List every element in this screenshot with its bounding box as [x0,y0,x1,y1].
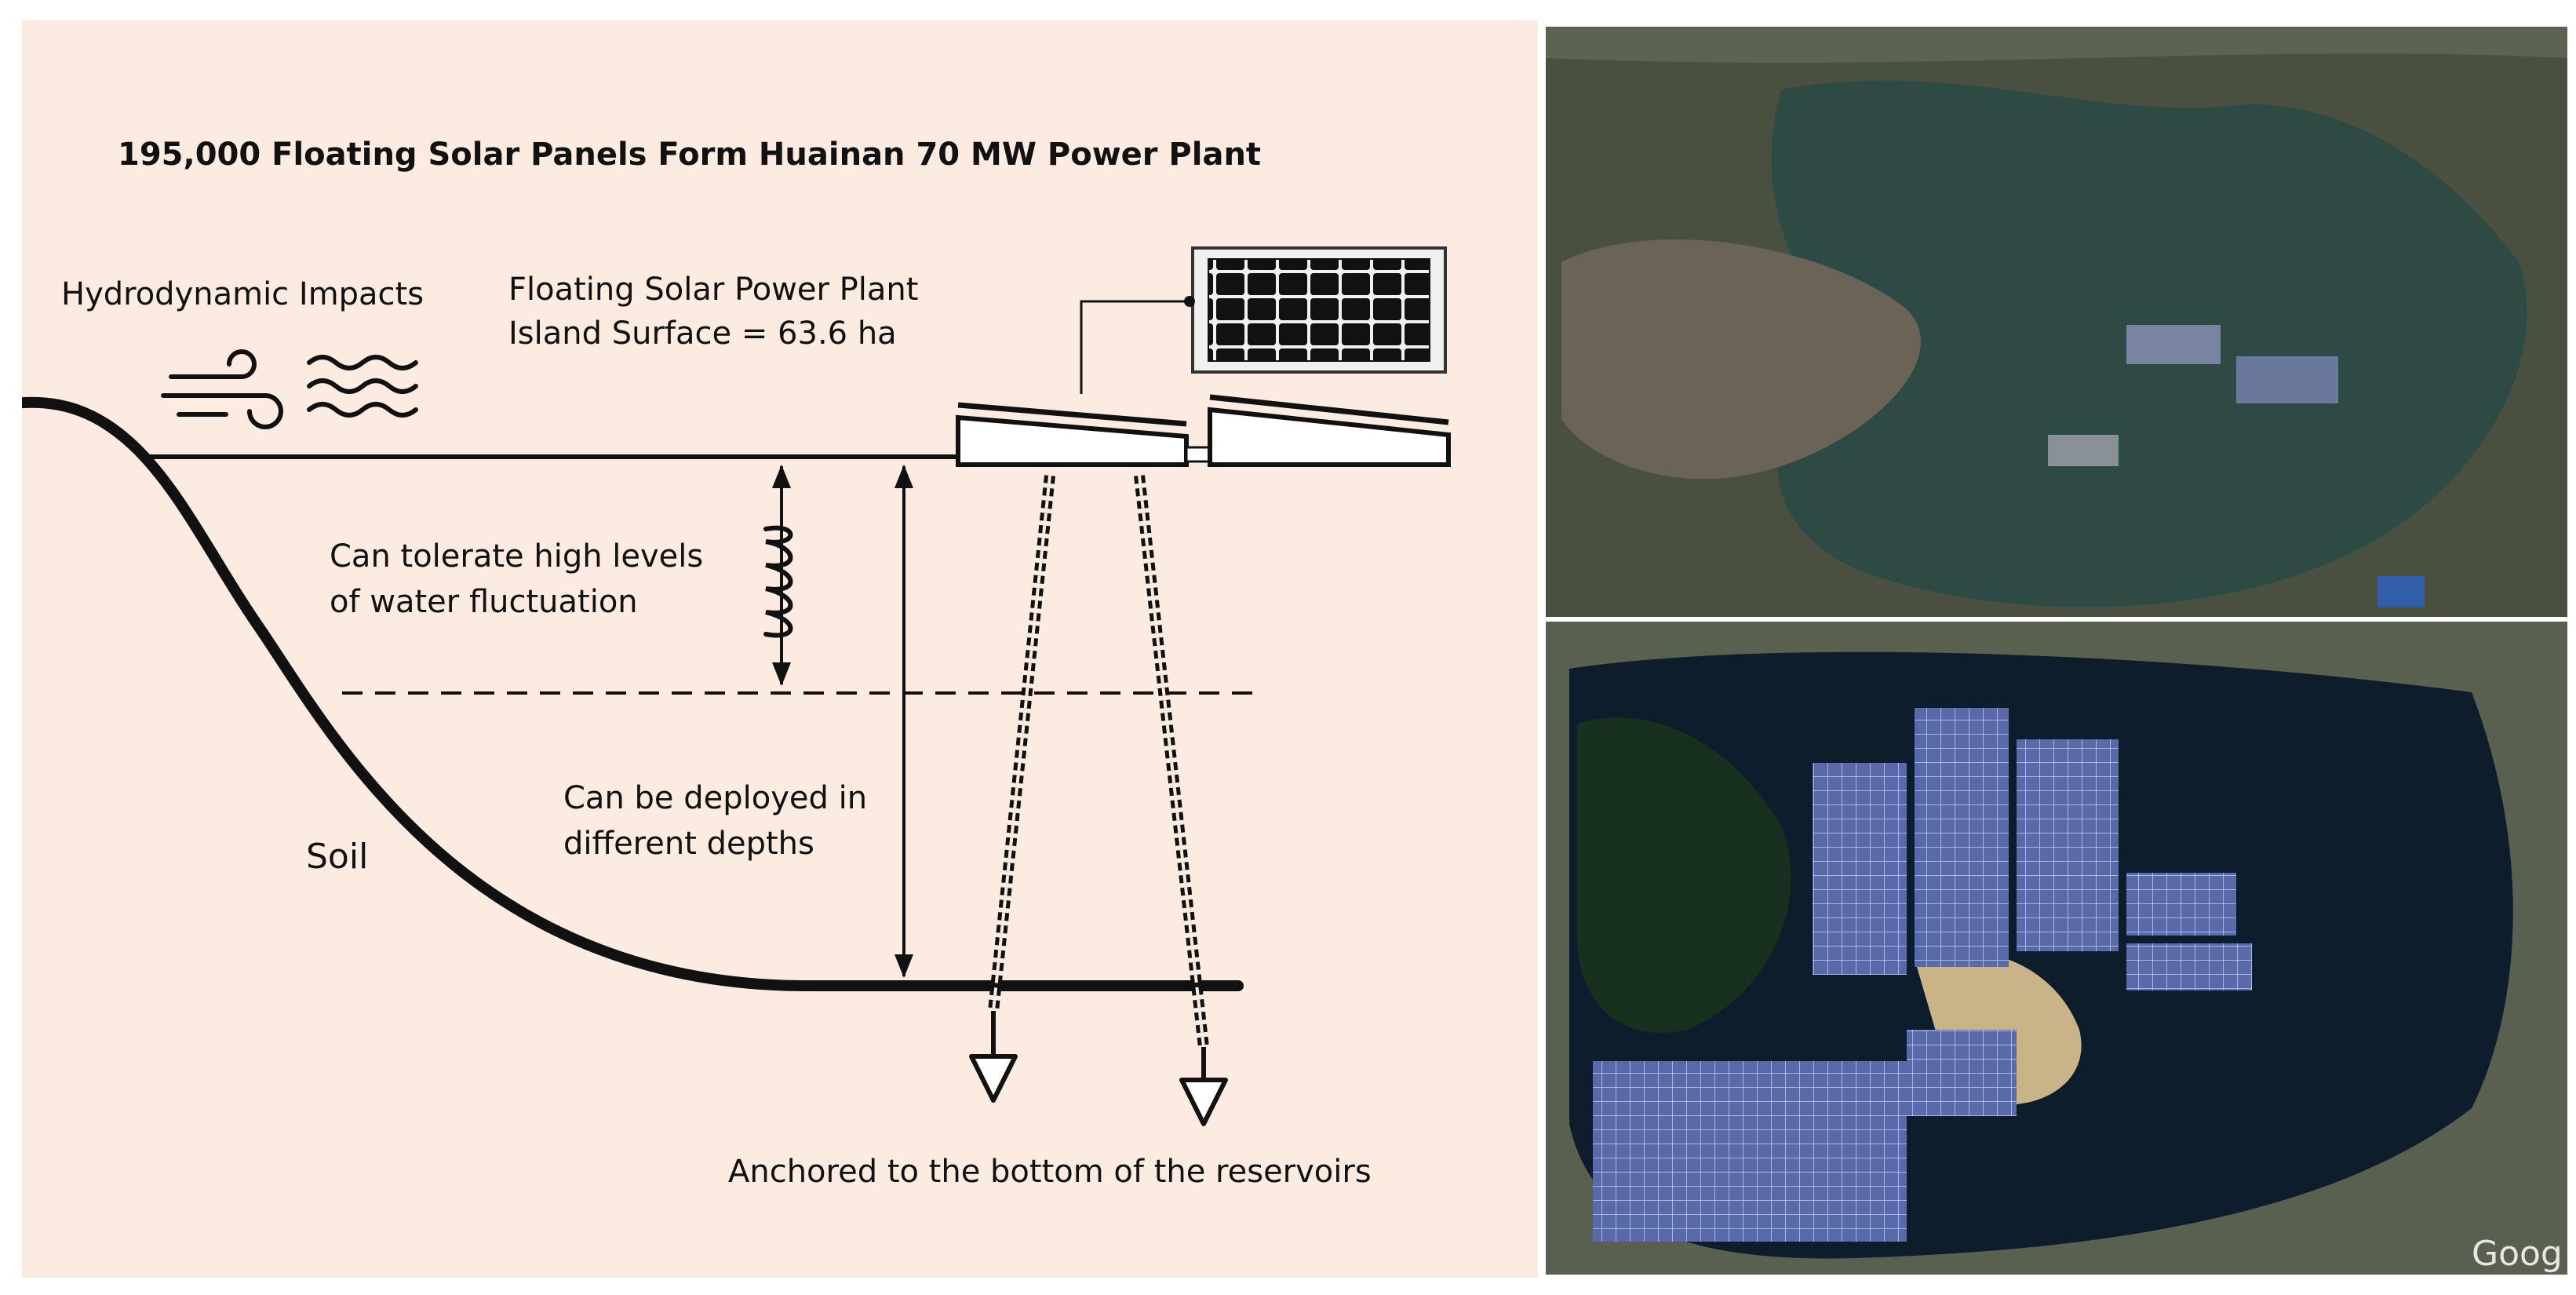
map-watermark: Goog [2472,1234,2563,1274]
depth-arrow [894,465,913,978]
anchor-chain-left [988,475,1055,1012]
soil-curve [22,396,1244,991]
panel-leader-line [1080,300,1190,394]
aerial-photo-after: Goog [1546,622,2567,1275]
spring-icon [763,525,793,638]
depth-label-line1: Can be deployed in [563,780,867,816]
soil-label: Soil [306,837,368,877]
leader-dot [1184,296,1195,307]
fluctuation-label-line2: of water fluctuation [330,584,638,620]
floating-solar-diagram: 195,000 Floating Solar Panels Form Huain… [22,137,1451,1190]
hydrodynamic-label: Hydrodynamic Impacts [61,276,424,312]
aerial-photo-before [1546,27,2567,617]
waves-icon [307,355,418,418]
anchor-label: Anchored to the bottom of the reservoirs [728,1154,1372,1190]
diagram-title: 195,000 Floating Solar Panels Form Huain… [118,137,1261,173]
anchor-icon [969,1011,1228,1126]
fluctuation-arrow [772,465,791,686]
solar-panel-icon [1191,246,1447,374]
plant-label-line1: Floating Solar Power Plant [508,272,918,308]
anchor-chain-right [1134,475,1209,1048]
plant-label-line2: Island Surface = 63.6 ha [508,316,897,352]
wind-icon [161,349,283,429]
floating-platform [956,394,1451,467]
depth-label-line2: different depths [563,826,814,862]
diagram-panel: 195,000 Floating Solar Panels Form Huain… [22,20,1538,1278]
fluctuation-label-line1: Can tolerate high levels [330,538,703,575]
